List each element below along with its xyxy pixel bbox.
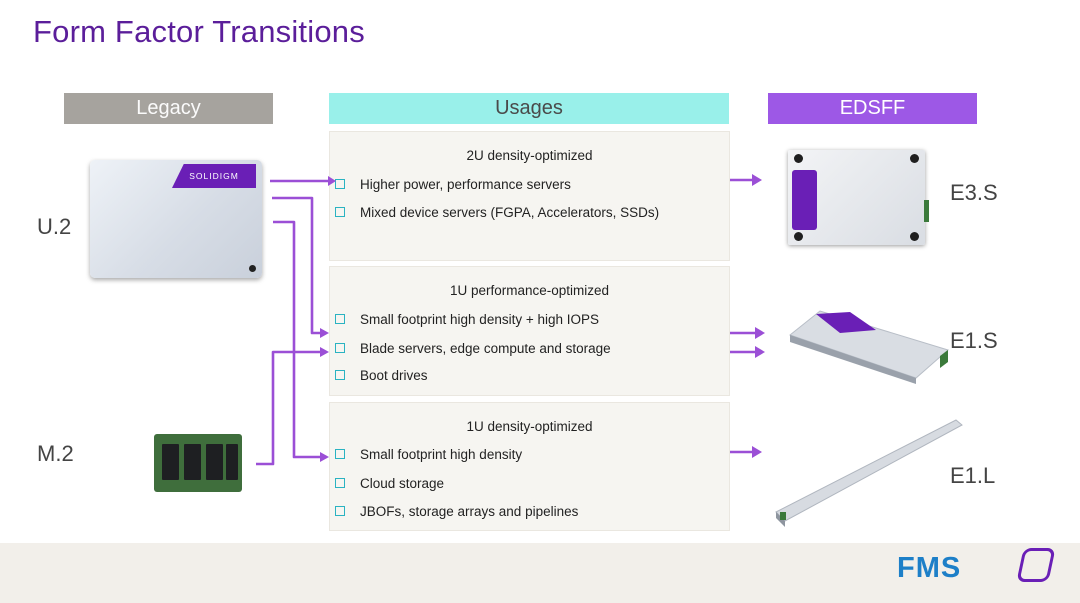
usage-item: Cloud storage (335, 473, 444, 493)
solidigm-badge: SOLIDIGM (172, 164, 256, 188)
edsff-column-header: EDSFF (768, 93, 977, 124)
panel-title: 2U density-optimized (466, 148, 593, 163)
usage-item: Boot drives (335, 365, 428, 385)
screw-hole (794, 154, 803, 163)
screw-hole (910, 154, 919, 163)
usage-item: Blade servers, edge compute and storage (335, 338, 611, 358)
usage-item: Mixed device servers (FGPA, Accelerators… (335, 202, 659, 222)
legacy-column-header: Legacy (64, 93, 273, 124)
usage-panel-2u-density: 2U density-optimized Higher power, perfo… (329, 131, 730, 261)
checkbox-bullet-icon (335, 179, 345, 189)
checkbox-bullet-icon (335, 478, 345, 488)
usage-panel-1u-performance: 1U performance-optimized Small footprint… (329, 266, 730, 396)
page-title: Form Factor Transitions (33, 14, 365, 49)
u2-label: U.2 (37, 214, 72, 239)
checkbox-bullet-icon (335, 370, 345, 380)
fms-logo: FMS (897, 552, 962, 584)
checkbox-bullet-icon (335, 343, 345, 353)
u2-drive-image: SOLIDIGM (90, 160, 262, 278)
checkbox-bullet-icon (335, 449, 345, 459)
solidigm-label-strip (792, 170, 817, 230)
panel-title: 1U density-optimized (466, 419, 593, 434)
footer-band (0, 543, 1080, 603)
chip (226, 444, 238, 480)
checkbox-bullet-icon (335, 506, 345, 516)
e3s-drive-image (788, 150, 929, 245)
e3s-label: E3.S (950, 180, 998, 205)
connector (924, 200, 929, 222)
screw-hole (249, 265, 256, 272)
e1s-label: E1.S (950, 328, 998, 353)
m2-drive-image (154, 434, 242, 492)
m2-label: M.2 (37, 441, 74, 466)
e1l-drive-image (775, 419, 963, 527)
screw-hole (910, 232, 919, 241)
panel-title: 1U performance-optimized (449, 283, 610, 298)
usage-panel-1u-density: 1U density-optimized Small footprint hig… (329, 402, 730, 531)
checkbox-bullet-icon (335, 314, 345, 324)
usage-item: Higher power, performance servers (335, 174, 571, 194)
usage-item: JBOFs, storage arrays and pipelines (335, 501, 578, 521)
chip (206, 444, 223, 480)
checkbox-bullet-icon (335, 207, 345, 217)
chip (184, 444, 201, 480)
usage-item: Small footprint high density (335, 444, 522, 464)
screw-hole (794, 232, 803, 241)
e1l-label: E1.L (950, 463, 996, 488)
usages-column-header: Usages (329, 93, 729, 124)
chip (162, 444, 179, 480)
usage-item: Small footprint high density + high IOPS (335, 309, 599, 329)
e1s-drive-image (788, 310, 950, 384)
